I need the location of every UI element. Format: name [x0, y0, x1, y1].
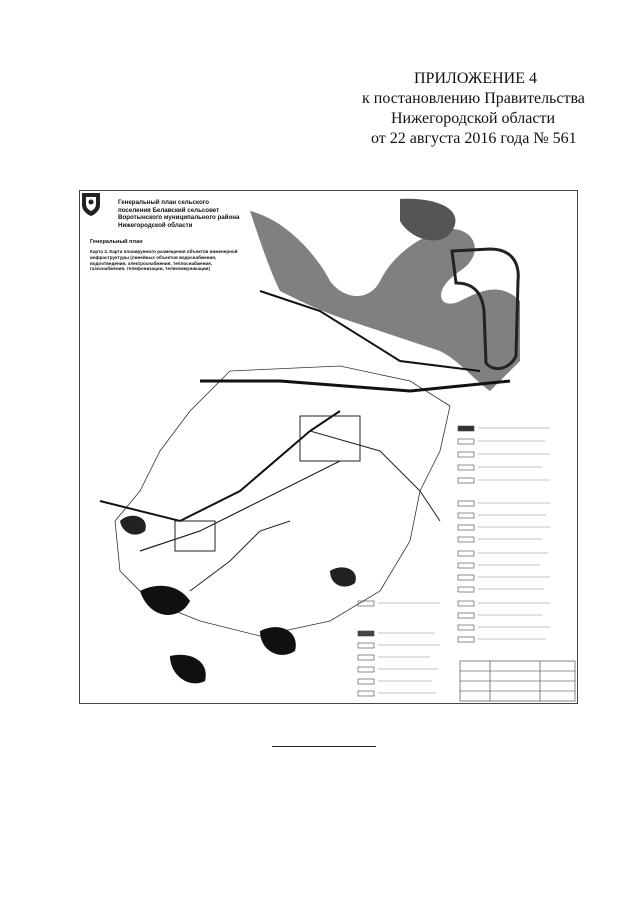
main-road: [259, 290, 481, 372]
legend-right: [457, 425, 475, 643]
forest-patch-1: [140, 585, 190, 615]
footnote-divider: [272, 746, 376, 747]
utility-line-2: [139, 460, 341, 552]
settlement-block-2: [174, 520, 216, 552]
resolution-date: от 22 августа 2016 года № 561: [371, 130, 577, 147]
map-description: Карта 3. Карта планируемого размещения о…: [90, 249, 238, 272]
map-title-line: поселения Белавский сельсовет: [118, 206, 220, 214]
map-title-line: Нижегородской области: [118, 221, 193, 229]
settlement-block-1: [299, 415, 361, 462]
map-title: Генеральный план сельского поселения Бел…: [118, 199, 308, 229]
forest-patch-3: [170, 654, 206, 684]
settlement-boundary: [114, 365, 451, 637]
forest-patch-5: [330, 567, 356, 587]
resolution-reference: к постановлению Правительства: [362, 90, 585, 107]
map-drawing: [99, 198, 576, 702]
title-block: [459, 660, 576, 702]
utility-line-3: [309, 430, 441, 522]
forest-patch-2: [260, 627, 296, 655]
coat-of-arms-icon: [82, 193, 100, 216]
forest-patch-4: [120, 515, 146, 535]
highway: [200, 379, 511, 393]
utility-line-4: [189, 520, 291, 592]
appendix-title: ПРИЛОЖЕНИЕ 4: [414, 70, 538, 87]
river-loop: [450, 247, 520, 371]
river-bend: [400, 198, 456, 241]
map-title-line: Генеральный план сельского: [118, 199, 210, 206]
map-sheet: Генеральный план сельского поселения Бел…: [79, 190, 578, 704]
legend-bottom: [357, 600, 375, 697]
map-title-line: Воротынского муниципального района: [118, 214, 240, 222]
region-name: Нижегородской области: [391, 110, 556, 127]
legend-right-text: [478, 427, 550, 640]
plan-label: Генеральный план: [90, 239, 143, 245]
utility-line-1: [99, 410, 341, 523]
legend-bottom-text: [378, 602, 440, 694]
